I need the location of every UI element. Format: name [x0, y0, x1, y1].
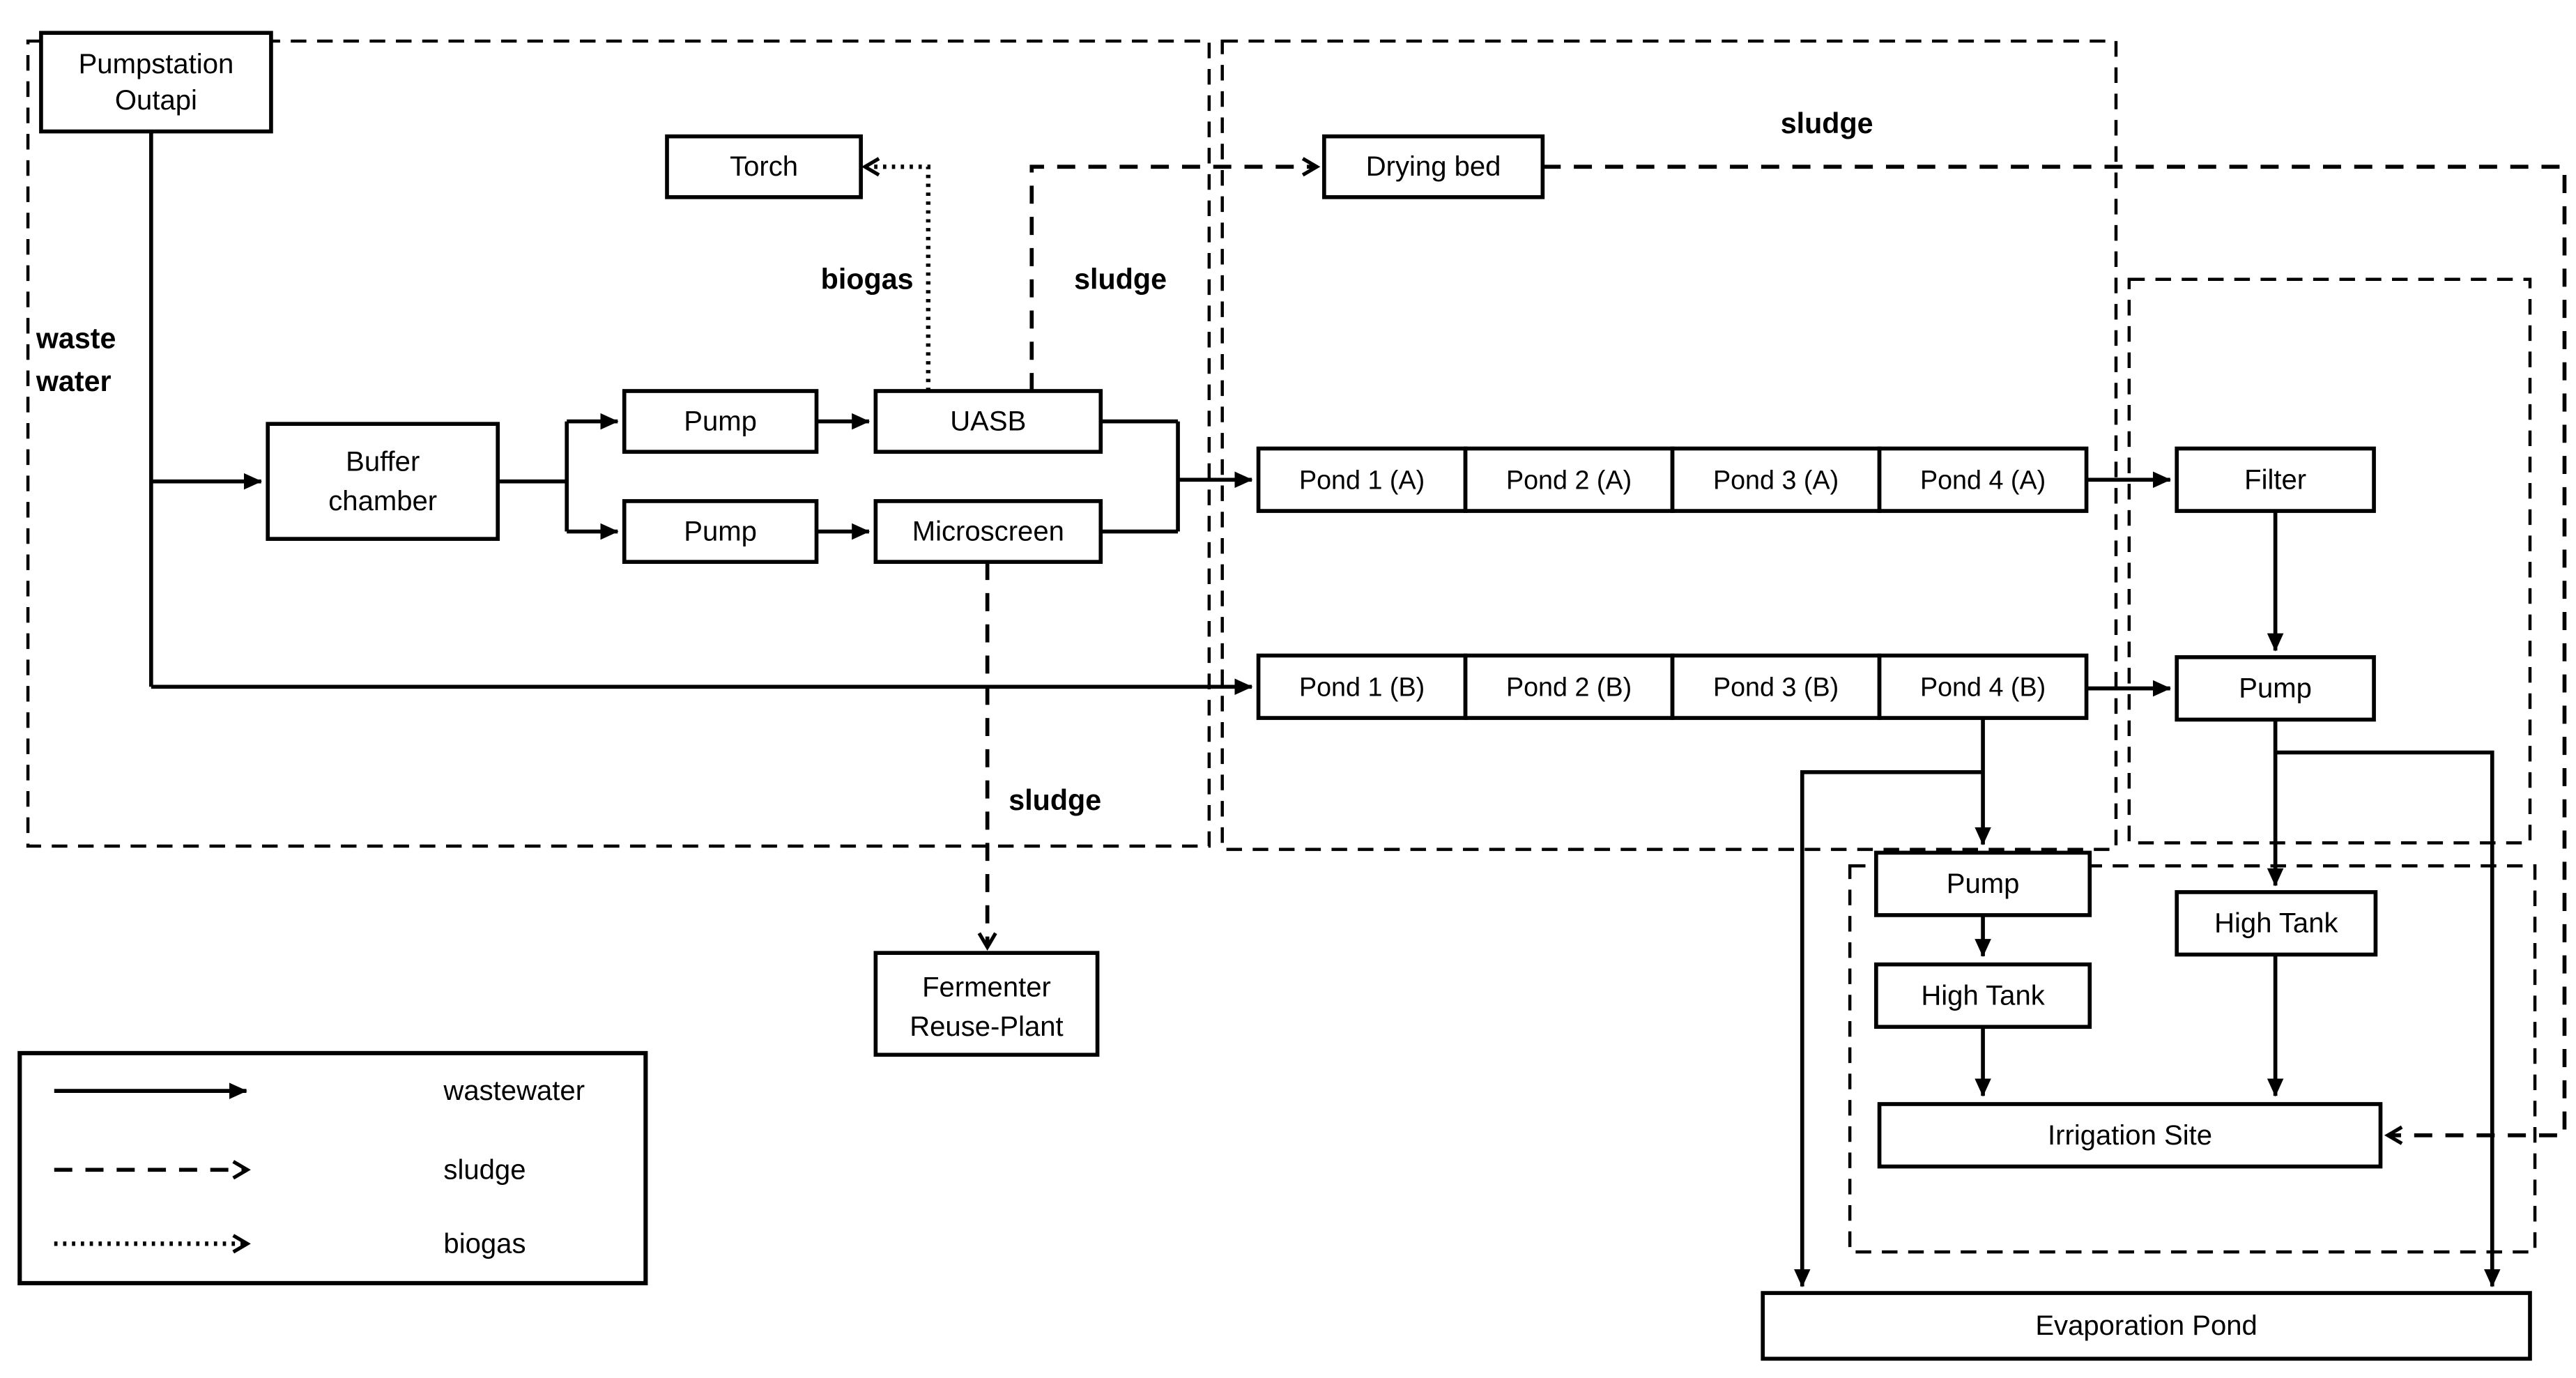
legend-item-wastewater: wastewater [54, 1075, 585, 1106]
microscreen-label: Microscreen [912, 516, 1064, 547]
pond-4a-box [1877, 446, 2089, 513]
pond-3a-label: Pond 3 (A) [1713, 465, 1839, 494]
pond-4b-box [1877, 653, 2089, 720]
node-high-tank-right: High Tank [2175, 890, 2378, 957]
fermenter-label-line1: Fermenter [922, 972, 1051, 1003]
node-pump-uasb: Pump [622, 389, 819, 454]
pond-2b-box [1463, 653, 1675, 720]
legend-item-sludge: sludge [54, 1154, 526, 1185]
sludge-label-uasb: sludge [1074, 263, 1167, 296]
legend-label-sludge: sludge [443, 1154, 526, 1185]
drying-bed-box [1322, 134, 1545, 199]
fermenter-label-line2: Reuse-Plant [910, 1011, 1063, 1042]
legend: wastewater sludge biogas [17, 1050, 648, 1285]
node-pump-right: Pump [2175, 655, 2376, 722]
pond-1b-box [1256, 653, 1468, 720]
buffer-chamber-box [266, 422, 500, 541]
microscreen-box [873, 499, 1103, 564]
evaporation-pond-box [1761, 1291, 2532, 1361]
torch-label: Torch [730, 151, 798, 182]
node-torch: Torch [665, 134, 863, 199]
legend-item-biogas: biogas [54, 1228, 526, 1259]
waste-water-label-line1: waste [36, 323, 116, 355]
node-pump-microscreen: Pump [622, 499, 819, 564]
node-pond-row-b: Pond 1 (B) Pond 2 (B) Pond 3 (B) Pond 4 … [1256, 653, 2089, 720]
high-tank-right-box [2175, 890, 2378, 957]
pumpstation-label-line1: Pumpstation [79, 49, 234, 79]
flow-biogas-uasb-to-torch [861, 157, 930, 391]
pond-2a-box [1463, 446, 1675, 513]
irrigation-site-label: Irrigation Site [2048, 1120, 2212, 1151]
evaporation-pond-label: Evaporation Pond [2035, 1310, 2257, 1341]
flow-sludge-drying-bed-to-irrigation-site [1542, 164, 2567, 1145]
pump-right-label: Pump [2239, 673, 2312, 704]
uasb-box [873, 389, 1103, 454]
biogas-label: biogas [821, 263, 914, 296]
container-pretreatment-section [26, 39, 1211, 848]
sludge-label-microscreen: sludge [1009, 784, 1101, 816]
node-drying-bed: Drying bed [1322, 134, 1545, 199]
flow-wastewater-pump-to-evaporation-pond [2275, 750, 2501, 1287]
node-pumpstation-outapi: Pumpstation Outapi [39, 31, 273, 134]
pump-irrigation-box [1874, 850, 2092, 917]
pump-microscreen-box [622, 499, 819, 564]
pumpstation-label-line2: Outapi [115, 85, 197, 116]
node-pond-row-a: Pond 1 (A) Pond 2 (A) Pond 3 (A) Pond 4 … [1256, 446, 2089, 513]
drying-bed-label: Drying bed [1366, 151, 1501, 182]
legend-label-wastewater: wastewater [443, 1075, 585, 1106]
irrigation-site-box [1877, 1102, 2383, 1169]
flow-sludge-uasb-to-drying-bed [1029, 157, 1321, 391]
pumpstation-box [39, 31, 273, 134]
pump-irrigation-label: Pump [1947, 868, 2020, 899]
waste-water-label-line2: water [36, 365, 112, 397]
uasb-label: UASB [950, 406, 1026, 437]
pond-2a-label: Pond 2 (A) [1506, 465, 1632, 494]
node-irrigation-site: Irrigation Site [1877, 1102, 2383, 1169]
node-pump-irrigation: Pump [1874, 850, 2092, 917]
pump-microscreen-label: Pump [684, 516, 757, 547]
node-fermenter-reuse-plant: Fermenter Reuse-Plant [873, 951, 1100, 1057]
pond-1a-label: Pond 1 (A) [1299, 465, 1425, 494]
pond-2b-label: Pond 2 (B) [1506, 672, 1632, 701]
buffer-chamber-label-line1: Buffer [346, 446, 420, 477]
pond-3a-box [1670, 446, 1882, 513]
node-uasb: UASB [873, 389, 1103, 454]
fermenter-box [873, 951, 1100, 1057]
node-filter: Filter [2175, 446, 2376, 513]
pond-1b-label: Pond 1 (B) [1299, 672, 1425, 701]
pond-4b-label: Pond 4 (B) [1920, 672, 2046, 701]
pond-3b-label: Pond 3 (B) [1713, 672, 1839, 701]
container-irrigation-section [1848, 864, 2537, 1254]
node-evaporation-pond: Evaporation Pond [1761, 1291, 2532, 1361]
container-filter-pump-section [2127, 277, 2532, 845]
pump-uasb-label: Pump [684, 406, 757, 437]
node-buffer-chamber: Buffer chamber [266, 422, 500, 541]
torch-box [665, 134, 863, 199]
sludge-label-drying-bed: sludge [1781, 107, 1873, 139]
container-pond-section [1220, 39, 2118, 851]
pump-uasb-box [622, 389, 819, 454]
pump-right-box [2175, 655, 2376, 722]
node-high-tank-left: High Tank [1874, 962, 2092, 1029]
pond-3b-box [1670, 653, 1882, 720]
flow-wastewater-pond-4b-to-evaporation-pond [1793, 770, 1984, 1287]
node-microscreen: Microscreen [873, 499, 1103, 564]
filter-label: Filter [2244, 464, 2306, 495]
buffer-chamber-label-line2: chamber [328, 486, 437, 516]
high-tank-left-label: High Tank [1921, 980, 2045, 1011]
high-tank-left-box [1874, 962, 2092, 1029]
high-tank-right-label: High Tank [2214, 908, 2338, 939]
legend-label-biogas: biogas [443, 1228, 526, 1259]
pond-4a-label: Pond 4 (A) [1920, 465, 2046, 494]
filter-box [2175, 446, 2376, 513]
pond-1a-box [1256, 446, 1468, 513]
